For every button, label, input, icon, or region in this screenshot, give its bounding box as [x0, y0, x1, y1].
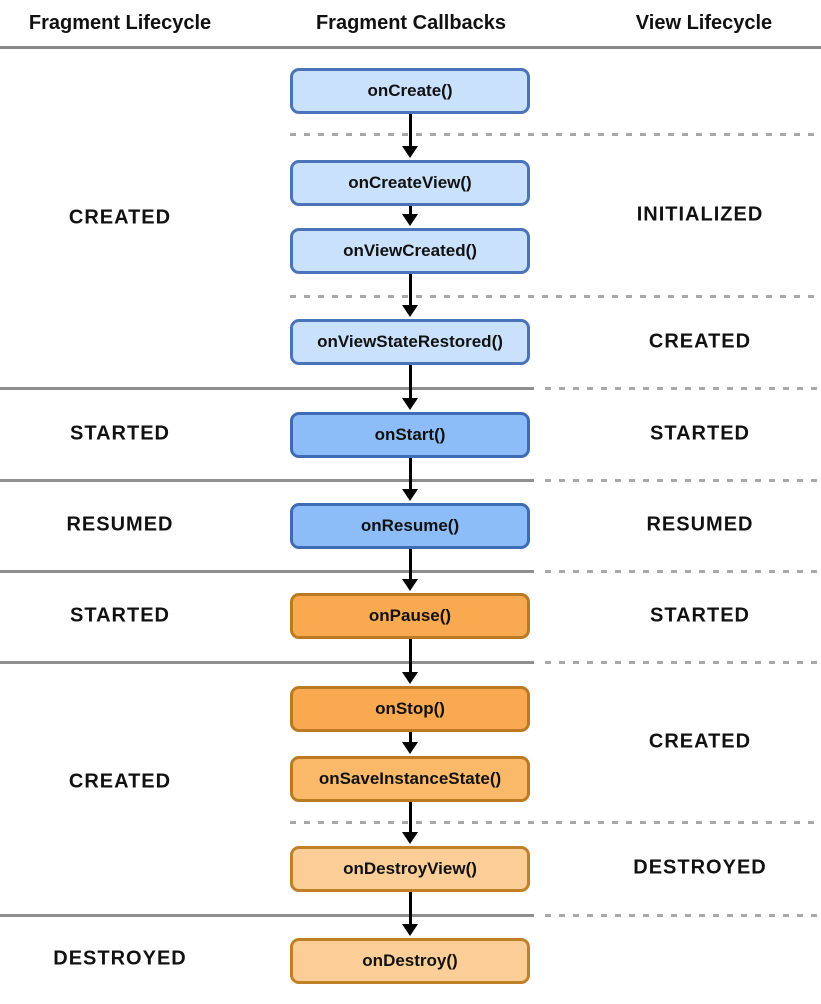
fragment-section-line	[0, 479, 534, 482]
arrow-line	[409, 549, 412, 581]
callback-box-oncreate: onCreate()	[290, 68, 530, 114]
arrow-line	[409, 892, 412, 926]
callback-box-onstart: onStart()	[290, 412, 530, 458]
fragment-section-line	[0, 387, 534, 390]
arrow-line	[409, 639, 412, 674]
view-section-dashed-line	[290, 295, 821, 298]
column-header-fragment-lifecycle: Fragment Lifecycle	[28, 12, 212, 34]
fragment-state-created: CREATED	[68, 206, 172, 229]
arrow-head-icon	[402, 579, 418, 591]
callback-box-onsaveinstancestate: onSaveInstanceState()	[290, 756, 530, 802]
callback-box-onstop: onStop()	[290, 686, 530, 732]
callback-box-ondestroyview: onDestroyView()	[290, 846, 530, 892]
view-state-resumed: RESUMED	[646, 513, 754, 536]
view-section-dashed-line	[290, 133, 821, 136]
arrow-line	[409, 732, 412, 744]
view-section-dashed-line	[545, 387, 821, 390]
callback-box-onresume: onResume()	[290, 503, 530, 549]
callback-box-onpause: onPause()	[290, 593, 530, 639]
view-section-dashed-line	[545, 661, 821, 664]
column-header-view-lifecycle: View Lifecycle	[635, 12, 773, 34]
callback-box-oncreateview: onCreateView()	[290, 160, 530, 206]
arrow-line	[409, 802, 412, 834]
arrow-head-icon	[402, 398, 418, 410]
view-state-created: CREATED	[648, 330, 752, 353]
fragment-state-resumed: RESUMED	[66, 513, 174, 536]
arrow-head-icon	[402, 214, 418, 226]
view-section-dashed-line	[545, 914, 821, 917]
arrow-line	[409, 274, 412, 307]
view-section-dashed-line	[290, 821, 821, 824]
header-divider-line	[0, 46, 821, 49]
arrow-line	[409, 114, 412, 148]
fragment-section-line	[0, 914, 534, 917]
fragment-section-line	[0, 570, 534, 573]
callback-box-onviewstaterestored: onViewStateRestored()	[290, 319, 530, 365]
view-state-destroyed: DESTROYED	[633, 856, 767, 879]
callback-box-ondestroy: onDestroy()	[290, 938, 530, 984]
callback-box-onviewcreated: onViewCreated()	[290, 228, 530, 274]
arrow-line	[409, 458, 412, 491]
fragment-state-created-2: CREATED	[68, 770, 172, 793]
arrow-head-icon	[402, 305, 418, 317]
view-state-started-2: STARTED	[650, 604, 750, 627]
view-section-dashed-line	[545, 570, 821, 573]
fragment-state-started: STARTED	[70, 422, 170, 445]
view-state-initialized: INITIALIZED	[636, 203, 764, 226]
arrow-head-icon	[402, 489, 418, 501]
arrow-head-icon	[402, 924, 418, 936]
arrow-line	[409, 365, 412, 400]
column-header-fragment-callbacks: Fragment Callbacks	[315, 12, 507, 34]
arrow-head-icon	[402, 832, 418, 844]
arrow-head-icon	[402, 672, 418, 684]
arrow-head-icon	[402, 742, 418, 754]
fragment-section-line	[0, 661, 534, 664]
view-state-created-2: CREATED	[648, 730, 752, 753]
view-section-dashed-line	[545, 479, 821, 482]
fragment-state-started-2: STARTED	[70, 604, 170, 627]
view-state-started: STARTED	[650, 422, 750, 445]
arrow-line	[409, 206, 412, 216]
fragment-state-destroyed: DESTROYED	[53, 947, 187, 970]
arrow-head-icon	[402, 146, 418, 158]
